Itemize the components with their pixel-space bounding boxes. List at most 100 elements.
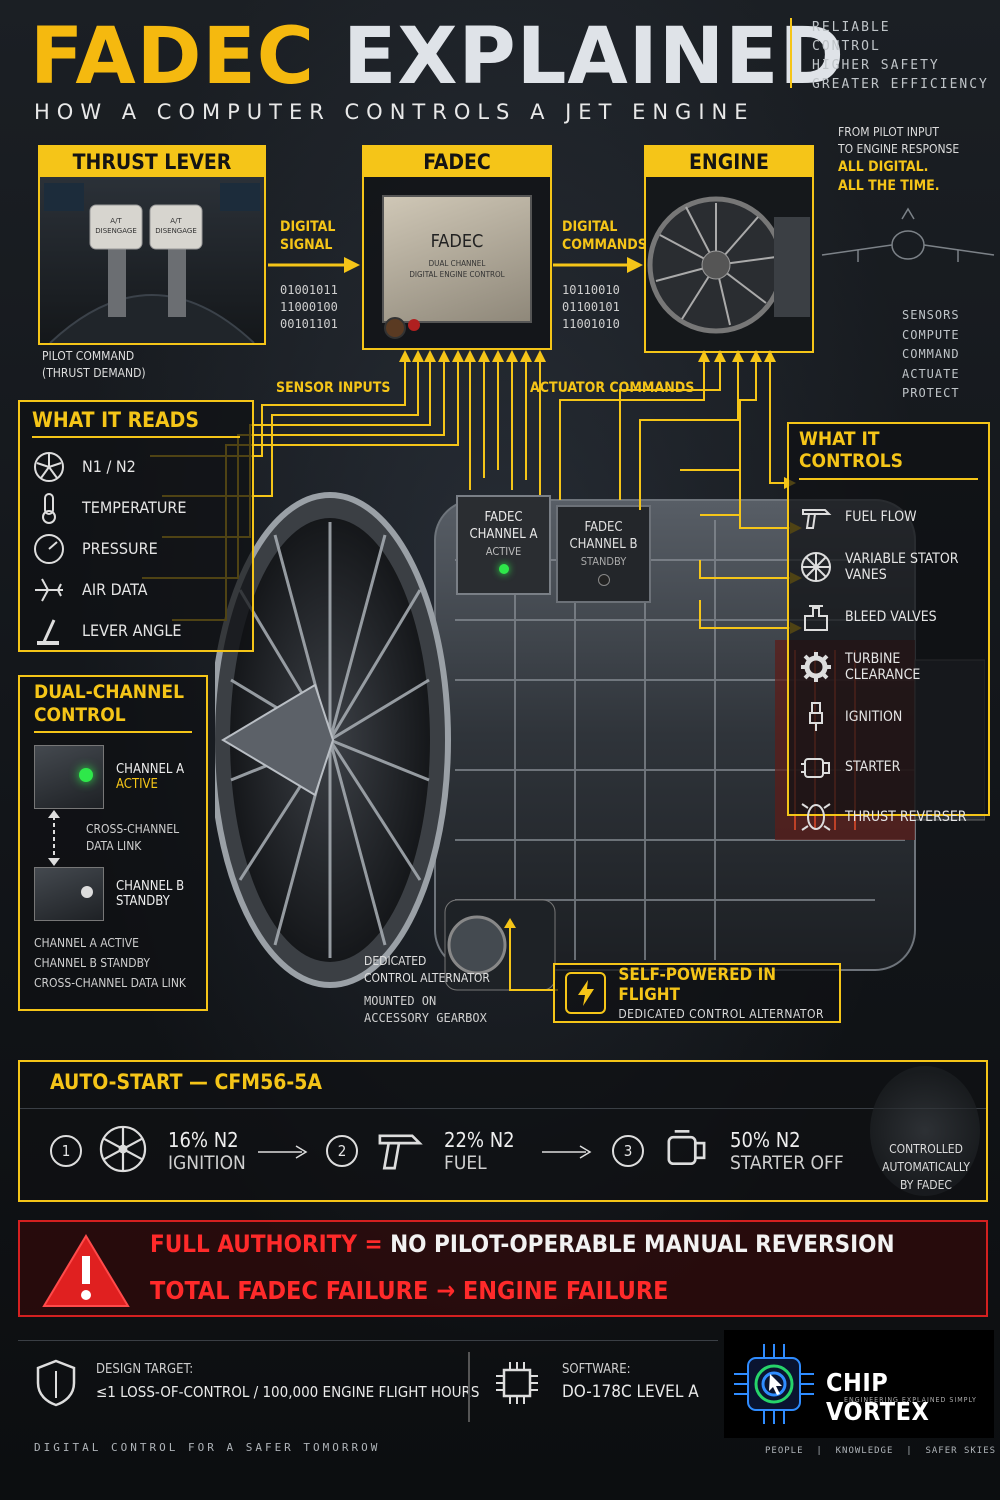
active-led (498, 564, 509, 574)
vanes-icon (799, 550, 833, 584)
reads-item: LEVER ANGLE (32, 610, 240, 651)
warning-banner: FULL AUTHORITY = NO PILOT-OPERABLE MANUA… (18, 1220, 988, 1317)
software-value: DO-178C LEVEL A (562, 1382, 699, 1402)
engine-fan-image (646, 177, 812, 351)
autostart-step: 2 22% N2 FUEL (326, 1124, 515, 1178)
controls-item: BLEED VALVES (799, 592, 978, 642)
design-target-label: DESIGN TARGET: (96, 1362, 194, 1377)
chip-icon (492, 1358, 542, 1412)
connector (384, 317, 406, 339)
digital-signal-label: DIGITAL SIGNAL (280, 219, 336, 253)
arrow-lever-to-fadec (268, 257, 360, 273)
dual-summary: CHANNEL A ACTIVE CHANNEL B STANDBY CROSS… (34, 936, 186, 990)
alternator-label: DEDICATED CONTROL ALTERNATOR (364, 954, 490, 985)
standby-led (597, 574, 610, 586)
sensor-inputs-label: SENSOR INPUTS (276, 380, 391, 396)
command-bits: 10110010 01100101 11001010 (562, 283, 620, 331)
design-target-value: ≤1 LOSS-OF-CONTROL / 100,000 ENGINE FLIG… (96, 1383, 480, 1401)
reads-item: PRESSURE (32, 528, 240, 569)
autostart-step: 3 50% N2 STARTER OFF (612, 1124, 844, 1178)
engine-title: ENGINE (646, 147, 812, 177)
airplane-silhouette (821, 207, 995, 262)
page-title: FADEC EXPLAINED (30, 12, 846, 102)
arrow-fadec-to-engine (553, 257, 643, 273)
lightning-icon (565, 972, 607, 1014)
warning-line-2: TOTAL FADEC FAILURE → ENGINE FAILURE (150, 1276, 669, 1305)
bottom-tags: PEOPLE | KNOWLEDGE | SAFER SKIES (765, 1446, 997, 1456)
actuator-commands-label: ACTUATOR COMMANDS (530, 380, 695, 396)
fan-icon (98, 1124, 148, 1178)
vortex-logo-icon (734, 1344, 814, 1424)
step-arrow (542, 1145, 592, 1159)
alternator-mount: MOUNTED ON ACCESSORY GEARBOX (364, 994, 487, 1025)
autostart-step: 1 16% N2 IGNITION (50, 1124, 246, 1178)
reads-item: N1 / N2 (32, 446, 240, 487)
fadec-title: FADEC (364, 147, 550, 177)
tagline: RELIABLE CONTROL HIGHER SAFETY GREATER E… (812, 20, 989, 92)
reverser-icon (799, 800, 833, 834)
channel-b-led (81, 886, 93, 898)
channel-a-box (34, 745, 104, 809)
gauge-icon (32, 532, 66, 566)
warning-line-1: FULL AUTHORITY = NO PILOT-OPERABLE MANUA… (150, 1230, 895, 1258)
reads-panel: WHAT IT READS N1 / N2 TEMPERATURE PRESSU… (18, 400, 254, 652)
lever-icon (32, 614, 66, 648)
brand-logo: CHIP VORTEX ENGINEERING EXPLAINED SIMPLY (724, 1330, 994, 1438)
nozzle-icon (799, 500, 833, 534)
right-note: FROM PILOT INPUT TO ENGINE RESPONSE (838, 125, 960, 156)
engine-channel-b-unit: FADEC CHANNEL B STANDBY (556, 505, 651, 603)
controls-item: VARIABLE STATOR VANES (799, 542, 978, 592)
fadec-box: FADEC FADEC DUAL CHANNEL DIGITAL ENGINE … (362, 145, 552, 350)
self-powered-callout: SELF-POWERED IN FLIGHT DEDICATED CONTROL… (553, 963, 841, 1023)
svg-text:DISENGAGE: DISENGAGE (95, 227, 137, 235)
airplane-icon (32, 573, 66, 607)
channel-b-box (34, 867, 104, 921)
bottom-slogan: DIGITAL CONTROL FOR A SAFER TOMORROW (34, 1441, 381, 1454)
thrust-lever-image: A/T DISENGAGE A/T DISENGAGE (40, 177, 264, 344)
thermometer-icon (32, 491, 66, 525)
digital-commands-label: DIGITAL COMMANDS (562, 219, 647, 253)
starter-icon (799, 750, 833, 784)
connector (408, 319, 420, 331)
controls-title: WHAT IT CONTROLS (799, 424, 978, 480)
software-label: SOFTWARE: (562, 1362, 631, 1377)
gear-icon (799, 650, 833, 684)
autostart-title: AUTO-START — CFM56-5A (50, 1070, 323, 1094)
step-arrow (258, 1145, 308, 1159)
starter-icon (660, 1124, 710, 1178)
alternator-arrow (504, 918, 558, 991)
process-steps: SENSORS COMPUTE COMMAND ACTUATE PROTECT (902, 308, 960, 401)
thrust-lever-caption: PILOT COMMAND (THRUST DEMAND) (42, 349, 146, 380)
fan-watermark (870, 1066, 980, 1196)
svg-text:DISENGAGE: DISENGAGE (155, 227, 197, 235)
fadec-unit: FADEC DUAL CHANNEL DIGITAL ENGINE CONTRO… (382, 195, 532, 323)
fan-icon (32, 450, 66, 484)
brand-name: CHIP VORTEX (826, 1368, 930, 1426)
dual-channel-title: DUAL-CHANNEL CONTROL (34, 681, 192, 733)
svg-text:A/T: A/T (110, 217, 122, 225)
nozzle-icon (374, 1124, 424, 1178)
autostart-panel: AUTO-START — CFM56-5A 1 16% N2 IGNITION … (18, 1060, 988, 1202)
controls-item: TURBINE CLEARANCE (799, 642, 978, 692)
controls-item: THRUST REVERSER (799, 792, 978, 842)
controls-item: FUEL FLOW (799, 492, 978, 542)
brand-tagline: ENGINEERING EXPLAINED SIMPLY (844, 1396, 977, 1404)
engine-box: ENGINE (644, 145, 814, 353)
controls-panel: WHAT IT CONTROLS FUEL FLOW VARIABLE STAT… (787, 422, 990, 831)
shield-icon (34, 1358, 78, 1412)
link-arrow-icon (48, 810, 60, 866)
warning-icon (42, 1234, 130, 1307)
thrust-lever-title: THRUST LEVER (40, 147, 264, 177)
right-note-highlight: ALL DIGITAL. ALL THE TIME. (838, 159, 940, 194)
engine-channel-a-unit: FADEC CHANNEL A ACTIVE (456, 495, 551, 595)
thrust-lever-box: THRUST LEVER A/T DISENGAGE A/T DISENGAGE (38, 145, 266, 345)
signal-bits: 01001011 11000100 00101101 (280, 283, 338, 331)
controls-item: IGNITION (799, 692, 978, 742)
dual-channel-panel: DUAL-CHANNEL CONTROL CHANNEL A ACTIVE CR… (18, 675, 208, 1011)
autostart-note: CONTROLLED AUTOMATICALLY BY FADEC (882, 1142, 970, 1192)
reads-item: TEMPERATURE (32, 487, 240, 528)
controls-item: STARTER (799, 742, 978, 792)
divider (468, 1352, 470, 1422)
reads-item: AIR DATA (32, 569, 240, 610)
spark-plug-icon (799, 700, 833, 734)
